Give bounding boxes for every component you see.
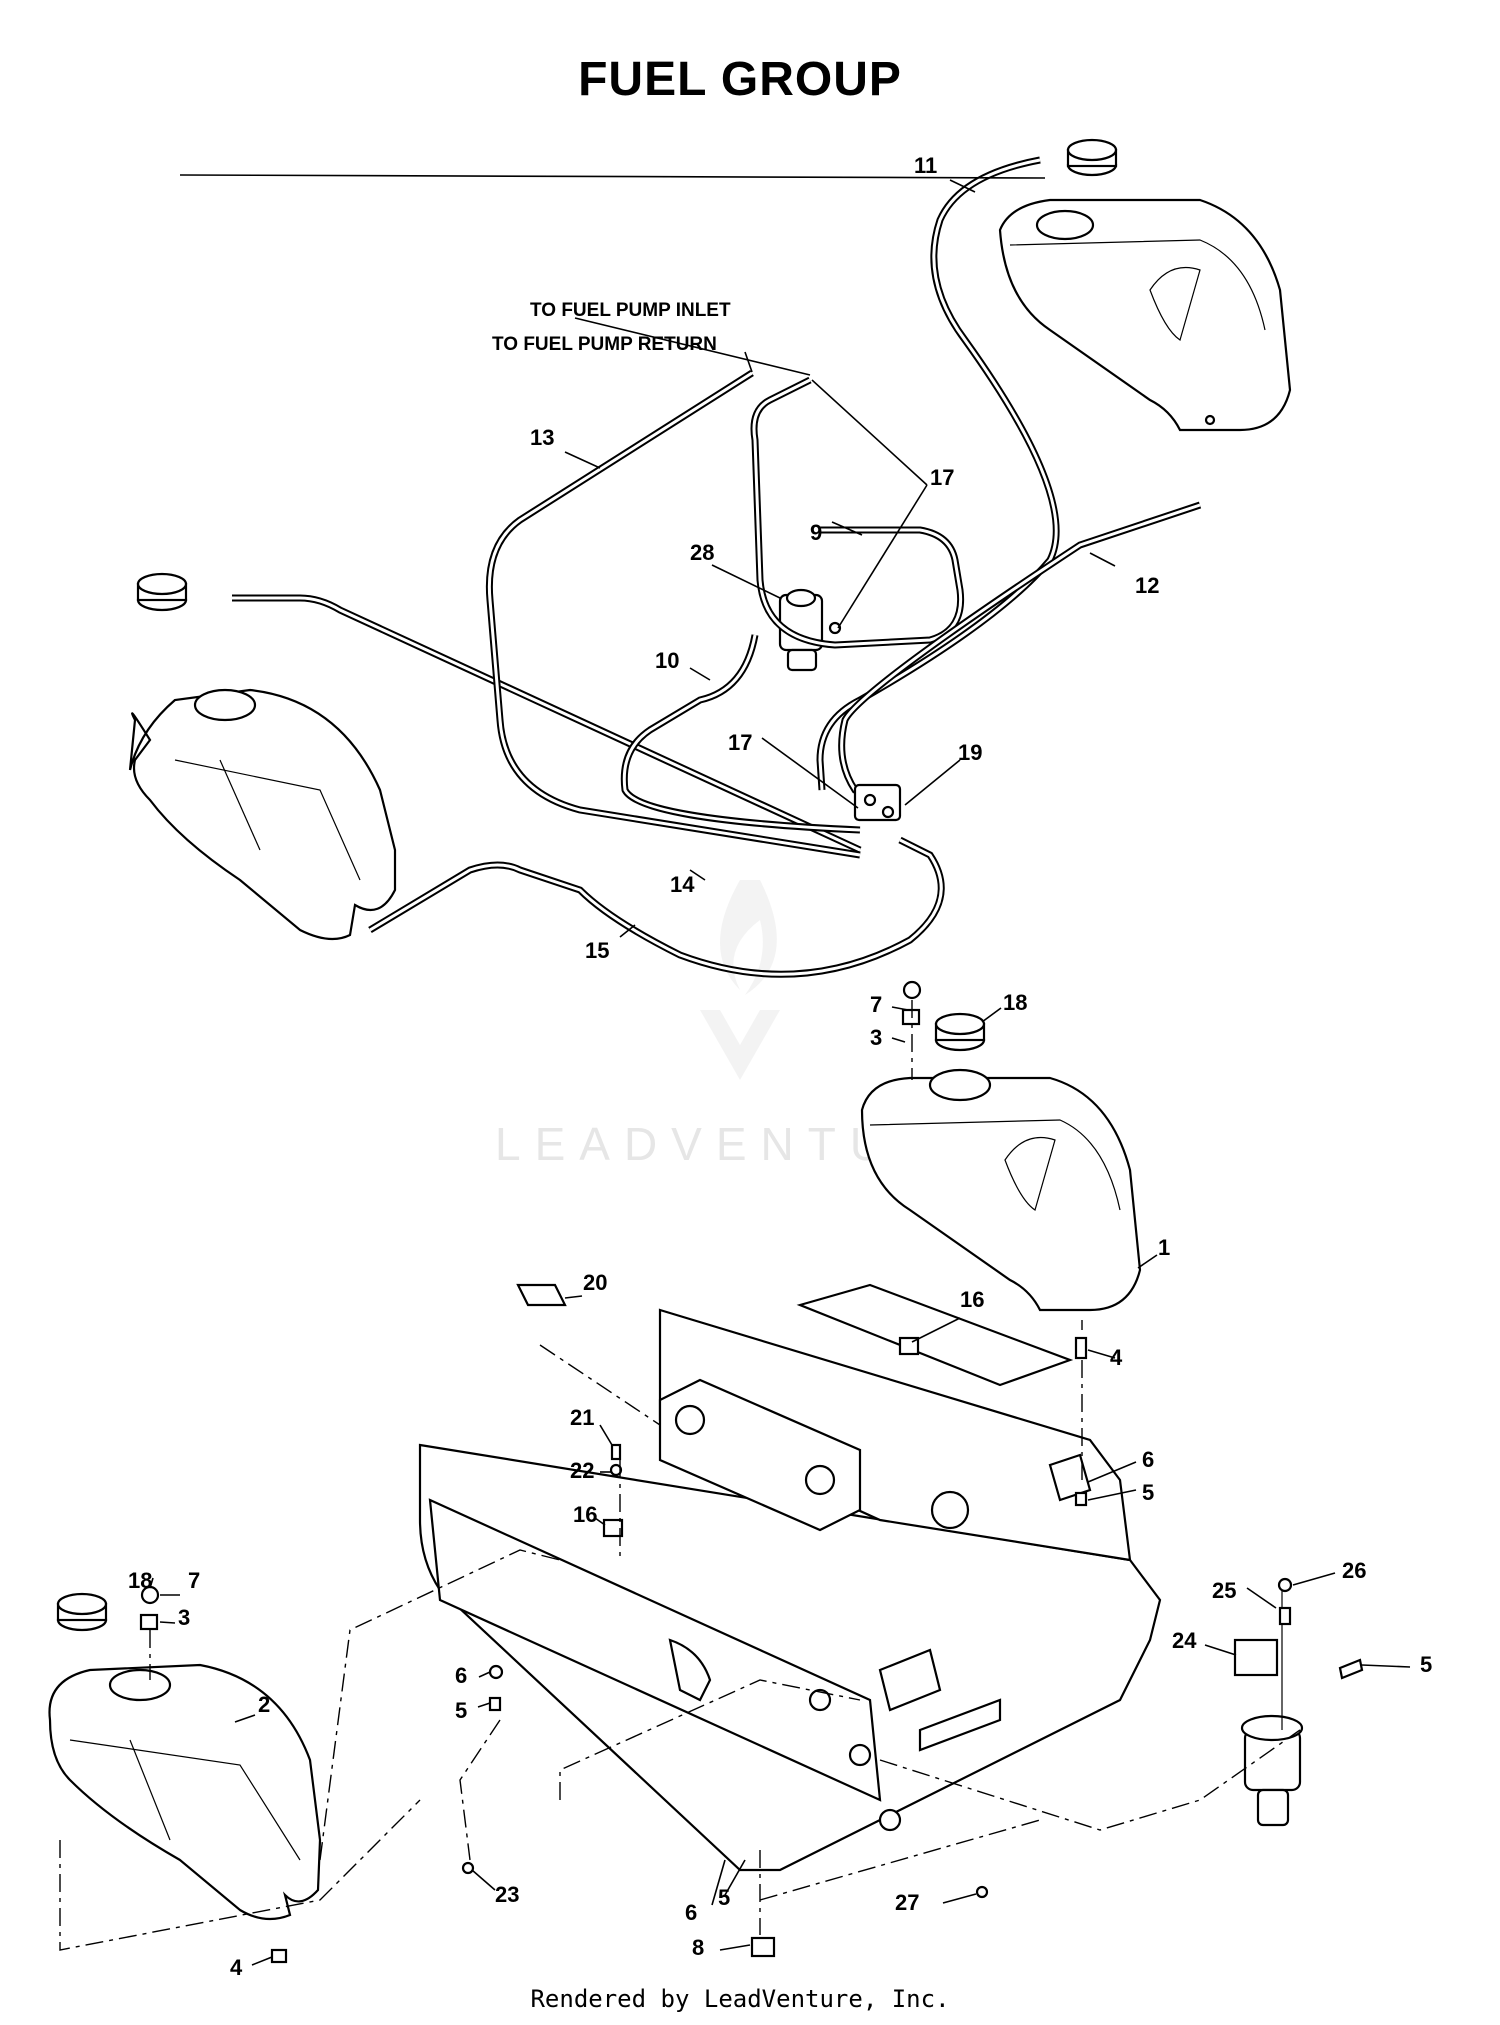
- callout-23: 23: [495, 1882, 519, 1907]
- fuel-pump-assembly: [1233, 1580, 1304, 1827]
- callout-16-right: 16: [960, 1287, 984, 1312]
- mower-frame: [418, 1283, 1162, 1872]
- callout-14: 14: [670, 872, 695, 897]
- callout-11: 11: [914, 153, 937, 178]
- callout-16-left: 16: [573, 1502, 597, 1527]
- fuel-valve-19: [853, 783, 902, 822]
- callout-4-left: 4: [230, 1955, 243, 1980]
- leader-lines-upper: [179, 174, 1116, 938]
- callout-18-right: 18: [1003, 990, 1027, 1015]
- footer-credit: Rendered by LeadVenture, Inc.: [530, 1985, 950, 2013]
- callout-6-bottom: 6: [685, 1900, 697, 1925]
- callout-1: 1: [1158, 1235, 1170, 1260]
- callout-8: 8: [692, 1935, 704, 1960]
- callout-24: 24: [1172, 1628, 1197, 1653]
- fuel-tank-upper-right: [998, 198, 1292, 432]
- fuel-cap-upper-right: [1066, 138, 1118, 177]
- label-to-fuel-pump-inlet: TO FUEL PUMP INLET: [530, 300, 731, 321]
- callout-6-left: 6: [455, 1663, 467, 1688]
- callout-18-left: 18: [128, 1568, 152, 1593]
- callout-3-right: 3: [870, 1025, 882, 1050]
- fuel-cap-lower-right: [934, 1012, 986, 1052]
- callout-26: 26: [1342, 1558, 1366, 1583]
- callout-25: 25: [1212, 1578, 1236, 1603]
- callout-7-right: 7: [870, 992, 882, 1017]
- assembly-centerlines: [59, 1000, 1301, 1951]
- callout-13: 13: [530, 425, 554, 450]
- callout-20: 20: [583, 1270, 607, 1295]
- callout-6-right: 6: [1142, 1447, 1154, 1472]
- callout-4-right: 4: [1110, 1345, 1123, 1370]
- page-title: FUEL GROUP: [578, 53, 902, 106]
- leader-lines-lower: [149, 1006, 1411, 1966]
- fuel-cap-upper-left: [136, 572, 188, 612]
- fuel-cap-lower-left: [56, 1592, 108, 1632]
- callout-15: 15: [585, 938, 609, 963]
- callout-12: 12: [1135, 573, 1159, 598]
- fuel-tank-lower-left: [48, 1663, 322, 1921]
- watermark-logo: [700, 880, 780, 1080]
- callout-7-left: 7: [188, 1568, 200, 1593]
- callout-9: 9: [810, 520, 822, 545]
- callout-17-lower: 17: [728, 730, 752, 755]
- callout-22: 22: [570, 1458, 594, 1483]
- callout-19: 19: [958, 740, 982, 765]
- callout-28: 28: [690, 540, 714, 565]
- callout-2: 2: [258, 1692, 270, 1717]
- hardware-lower: [139, 980, 1364, 1964]
- callout-21: 21: [570, 1405, 594, 1430]
- callout-10: 10: [655, 648, 679, 673]
- fuel-tank-lower-right: [860, 1068, 1142, 1312]
- callout-5-pump: 5: [1420, 1652, 1432, 1677]
- fuel-tank-upper-left: [128, 688, 397, 941]
- callout-5-bottom: 5: [718, 1885, 730, 1910]
- callout-3-left: 3: [178, 1605, 190, 1630]
- callout-5-left: 5: [455, 1698, 467, 1723]
- callout-27: 27: [895, 1890, 919, 1915]
- fuel-hoses-upper: [232, 156, 1202, 978]
- callout-17-upper: 17: [930, 465, 954, 490]
- callout-5-right: 5: [1142, 1480, 1154, 1505]
- fuel-filter-assembly: [778, 588, 842, 672]
- decal-20: [516, 1283, 567, 1307]
